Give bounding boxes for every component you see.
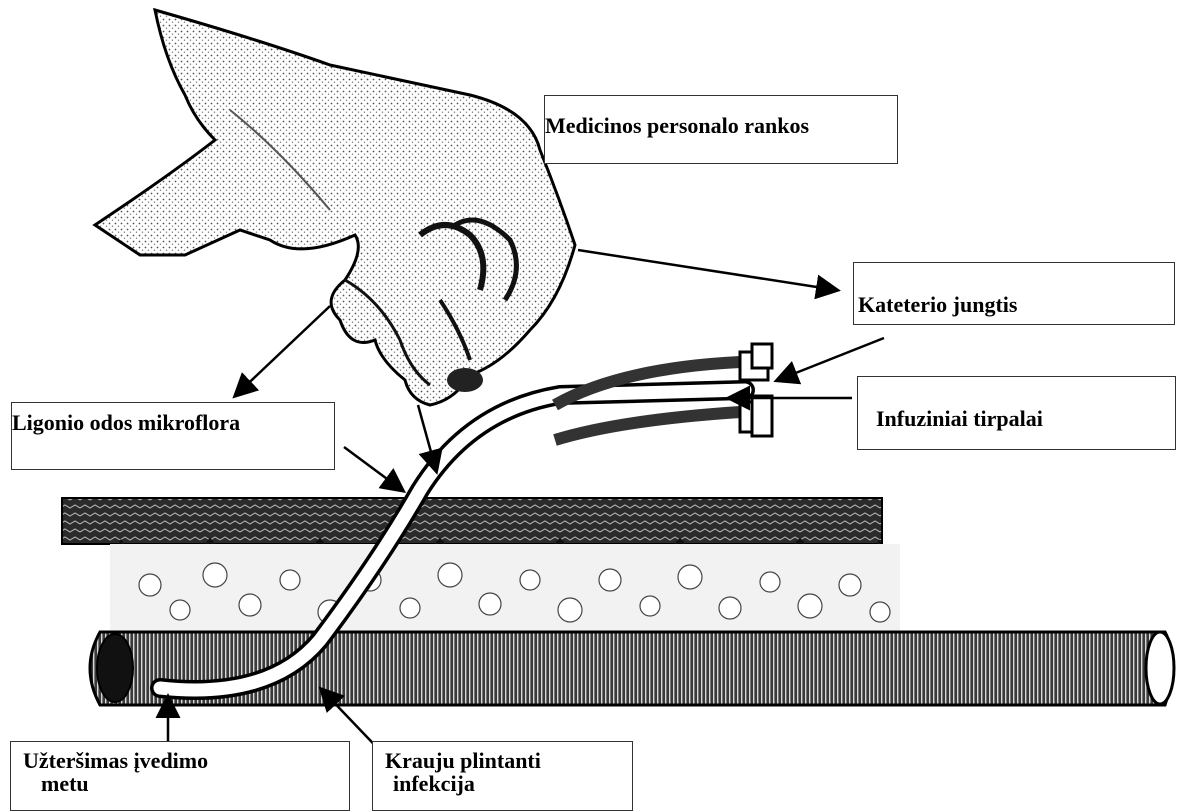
hands-label: Medicinos personalo rankos xyxy=(544,95,898,164)
connector-label: Kateterio jungtis xyxy=(853,262,1175,325)
bloodborne-infection-label: Krauju plintanti infekcija xyxy=(372,741,633,811)
infusion-label: Infuziniai tirpalai xyxy=(857,376,1176,450)
insertion-contamination-label: Užteršimas įvedimo metu xyxy=(10,741,350,811)
skin-cross-section xyxy=(62,498,1174,705)
skin-flora-label: Ligonio odos mikroflora xyxy=(11,402,335,470)
hand-drawing xyxy=(95,10,575,405)
